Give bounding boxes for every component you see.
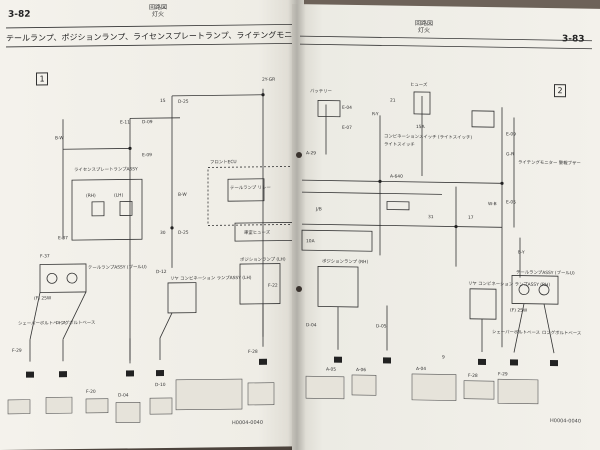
left-page: 3-82 回路図 灯火 テールランプ、ポジションランプ、ライセンスプレートランプ… <box>0 0 304 450</box>
r-label-a640: A-640 <box>390 174 403 180</box>
r-label-e04: E-04 <box>342 105 352 111</box>
r-label-e09: E-09 <box>506 131 516 137</box>
label-sub-left: ロングボルトベース <box>56 319 95 326</box>
label-e11: E-11 <box>120 119 130 125</box>
label-tail-left: テールランプASSY (ブールU) <box>88 263 147 271</box>
label-d04: D-04 <box>118 392 129 398</box>
r-label-25w: (F) 25W <box>510 307 528 313</box>
left-wiring-diagram: E-11 D-25 15 D-09 E-09 B-W E-37 F-37 ライセ… <box>6 23 301 423</box>
r-label-d04: D-04 <box>306 322 317 328</box>
label-e37: E-37 <box>58 235 68 241</box>
label-f29: F-29 <box>12 348 22 354</box>
r-label-ry: R-Y <box>372 111 379 117</box>
r-label-gr: G-R <box>506 151 514 157</box>
r-label-silver: シェーバーボルトベース <box>492 328 540 336</box>
r-label-a06: A-06 <box>356 367 366 373</box>
right-wiring-diagram: バッテリー ヒューズ 15A E-04 E-07 A-29 コンビネーションスイ… <box>300 35 592 405</box>
binding-hole <box>296 286 302 292</box>
r-label-sub: ロングボルトベース <box>542 329 581 337</box>
label-f37: F-37 <box>40 253 50 259</box>
r-label-e05: E-05 <box>506 199 516 205</box>
label-tail-relay: テールランプ リレー <box>230 185 271 191</box>
r-label-f28: F-28 <box>468 373 478 379</box>
label-rear-combi: リヤ コンビネーション ランプASSY (LH) <box>170 274 252 282</box>
r-label-light-sw: ライトスイッチ <box>384 141 415 147</box>
r-label-e07: E-07 <box>342 125 352 131</box>
binding-holes <box>294 0 304 450</box>
label-fuse-box: 車室ヒューズ <box>244 229 271 236</box>
r-label-by: B-Y <box>518 250 525 256</box>
r-label-f29: F-29 <box>498 371 508 377</box>
label-bw-b: B-W <box>178 192 187 198</box>
r-label-combi-switch: コンビネーションスイッチ (ライトスイッチ) <box>384 132 472 140</box>
r-label-tail-right: テールランプASSY (ブールU) <box>516 269 575 277</box>
label-front-ecu: フロントECU <box>210 159 237 165</box>
r-label-buzzer: ライテングモニター 警報ブザー <box>518 159 581 167</box>
book-gutter-shadow <box>288 0 306 450</box>
r-label-battery: バッテリー <box>310 88 332 94</box>
label-f22: F-22 <box>268 283 278 289</box>
label-lic-lamp: ライセンスプレートランプASSY <box>74 166 138 173</box>
label-d10: D-10 <box>155 382 166 388</box>
r-label-jb: J/B <box>315 206 322 212</box>
r-label-21: 21 <box>390 98 396 104</box>
r-label-a04: A-04 <box>416 366 426 372</box>
r-label-9: 9 <box>442 354 445 360</box>
right-page: 3-83 回路図 灯火 2 H0004-0040 <box>292 4 600 450</box>
r-label-a05: A-05 <box>326 367 336 373</box>
r-label-17: 17 <box>468 215 474 221</box>
r-label-15a: 15A <box>416 124 425 130</box>
label-d25b: D-25 <box>178 230 189 236</box>
label-f20: F-20 <box>86 389 96 395</box>
binding-hole <box>296 152 302 158</box>
label-d25: D-25 <box>178 99 189 105</box>
label-d09: D-09 <box>142 119 153 125</box>
label-lh: (LH) <box>114 192 123 198</box>
r-label-10a: 10A <box>306 238 315 244</box>
label-d12: D-12 <box>156 269 167 275</box>
label-e09: E-09 <box>142 152 152 158</box>
label-30: 30 <box>160 230 166 236</box>
label-25w-a: (F) 25W <box>34 295 52 301</box>
r-label-rear-combi: リヤ コンビネーション ランプASSY (RH) <box>468 280 550 288</box>
label-rh: (RH) <box>86 193 96 199</box>
label-f28: F-28 <box>248 349 258 355</box>
label-pos-lamp: ポジションランプ (LH) <box>240 256 286 264</box>
r-label-pos-lamp: ポジションランプ (RH) <box>322 257 368 265</box>
label-silver-left: シェーバーボルトベース <box>18 319 66 327</box>
label-15: 15 <box>160 98 166 104</box>
r-label-31: 31 <box>428 214 434 220</box>
r-label-a29: A-29 <box>306 150 316 156</box>
r-label-fuse: ヒューズ <box>410 81 428 88</box>
label-2y-gr: 2Y-GR <box>262 77 275 83</box>
r-label-d05: D-05 <box>376 323 387 329</box>
r-label-wb: W-B <box>488 201 497 207</box>
label-bw-a: B-W <box>55 135 64 141</box>
